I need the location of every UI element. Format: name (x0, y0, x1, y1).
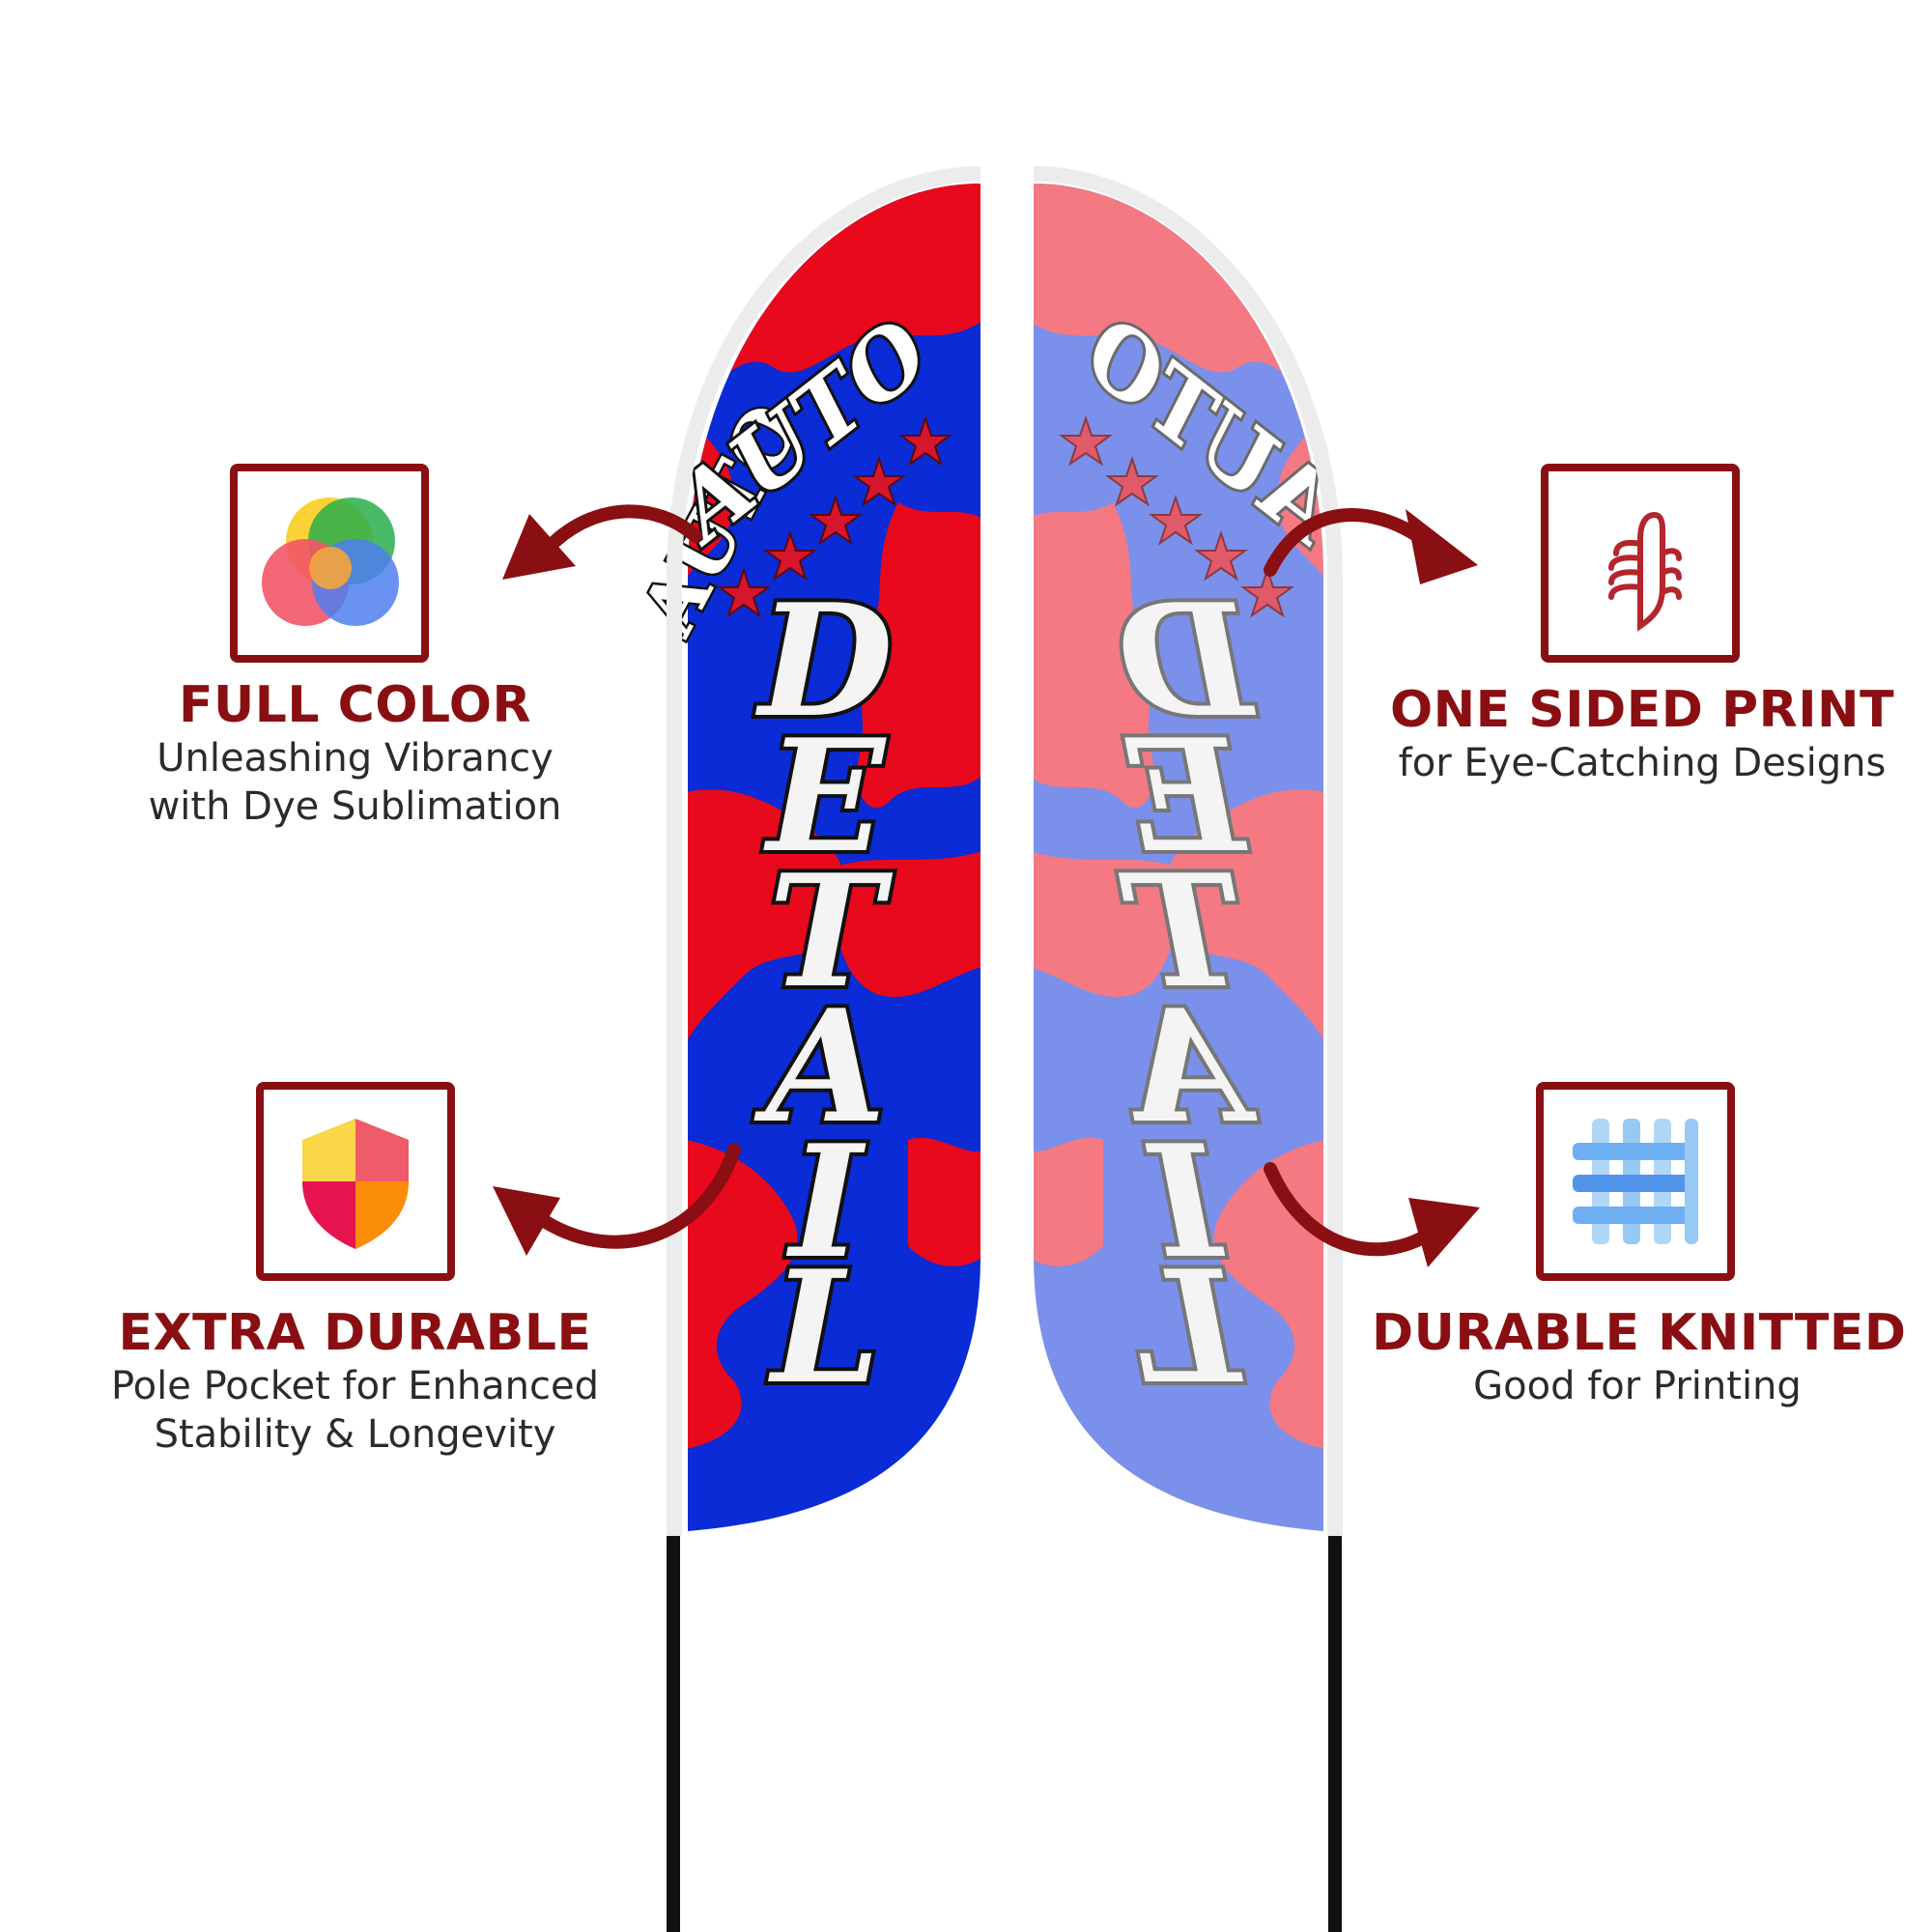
left-flag-letter-d: D (755, 570, 894, 752)
callout-arrows (539, 504, 1432, 1257)
left-flag-letter-l: L (768, 1236, 881, 1418)
shield-icon (302, 1119, 409, 1249)
arrow-full-color (549, 504, 702, 548)
full-color-icon-box (230, 464, 429, 663)
right-flag-letter-e: E (1124, 705, 1248, 887)
feature-subtitle-line1: Good for Printing (1473, 1364, 1802, 1408)
arrow-one-sided (1264, 508, 1432, 577)
color-circles-icon (262, 497, 399, 626)
right-flag-letter-i: I (1145, 1111, 1225, 1293)
one-sided-print-icon (1608, 511, 1682, 632)
feature-full-color: FULL COLOR Unleashing Vibrancy with Dye … (106, 676, 604, 831)
feature-one-sided-print: ONE SIDED PRINT for Eye-Catching Designs (1372, 681, 1913, 787)
durable-knitted-icon-box (1536, 1082, 1735, 1281)
feature-subtitle-line1: Pole Pocket for Enhanced (110, 1364, 600, 1408)
right-flag-mirrored: AUTO D E T A I L (1033, 166, 1365, 1536)
right-flag-letter-d: D (1119, 570, 1257, 752)
feature-subtitle-line2: with Dye Sublimation (148, 784, 562, 829)
feature-extra-durable: EXTRA DURABLE Pole Pocket for Enhanced S… (77, 1304, 633, 1459)
feature-subtitle-line1: Unleashing Vibrancy (156, 736, 554, 781)
left-flag-letter-i: I (786, 1111, 867, 1293)
right-flag-letter-l: L (1131, 1236, 1244, 1418)
feature-durable-knitted: DURABLE KNITTED Good for Printing (1372, 1304, 1907, 1410)
feature-title: FULL COLOR (178, 676, 531, 734)
left-flag-letter-t: T (768, 840, 893, 1022)
left-flag: AUTO AUTO D E T A I L (622, 166, 981, 1536)
right-flag-letter-a: A (1125, 976, 1258, 1157)
arrow-extra-durable (539, 1143, 741, 1249)
one-sided-print-icon-box (1541, 464, 1740, 663)
right-flag-stars (1058, 414, 1295, 618)
extra-durable-icon-box (256, 1082, 455, 1281)
feature-title: ONE SIDED PRINT (1389, 681, 1895, 739)
feature-subtitle-line1: for Eye-Catching Designs (1398, 741, 1887, 785)
arrow-durable-knitted (1264, 1162, 1432, 1257)
right-flag-letter-t: T (1119, 840, 1243, 1022)
knitted-fabric-icon (1573, 1119, 1698, 1244)
left-flag-letter-a: A (753, 976, 886, 1157)
feature-subtitle-line2: Stability & Longevity (154, 1412, 556, 1457)
arrow-heads (493, 509, 1480, 1267)
right-ground-pole (1328, 1531, 1342, 1932)
feature-title: EXTRA DURABLE (118, 1304, 592, 1362)
left-flag-letter-e: E (763, 705, 887, 887)
left-flag-stars (716, 414, 953, 618)
feature-title: DURABLE KNITTED (1372, 1304, 1907, 1362)
left-ground-pole (667, 1531, 680, 1932)
